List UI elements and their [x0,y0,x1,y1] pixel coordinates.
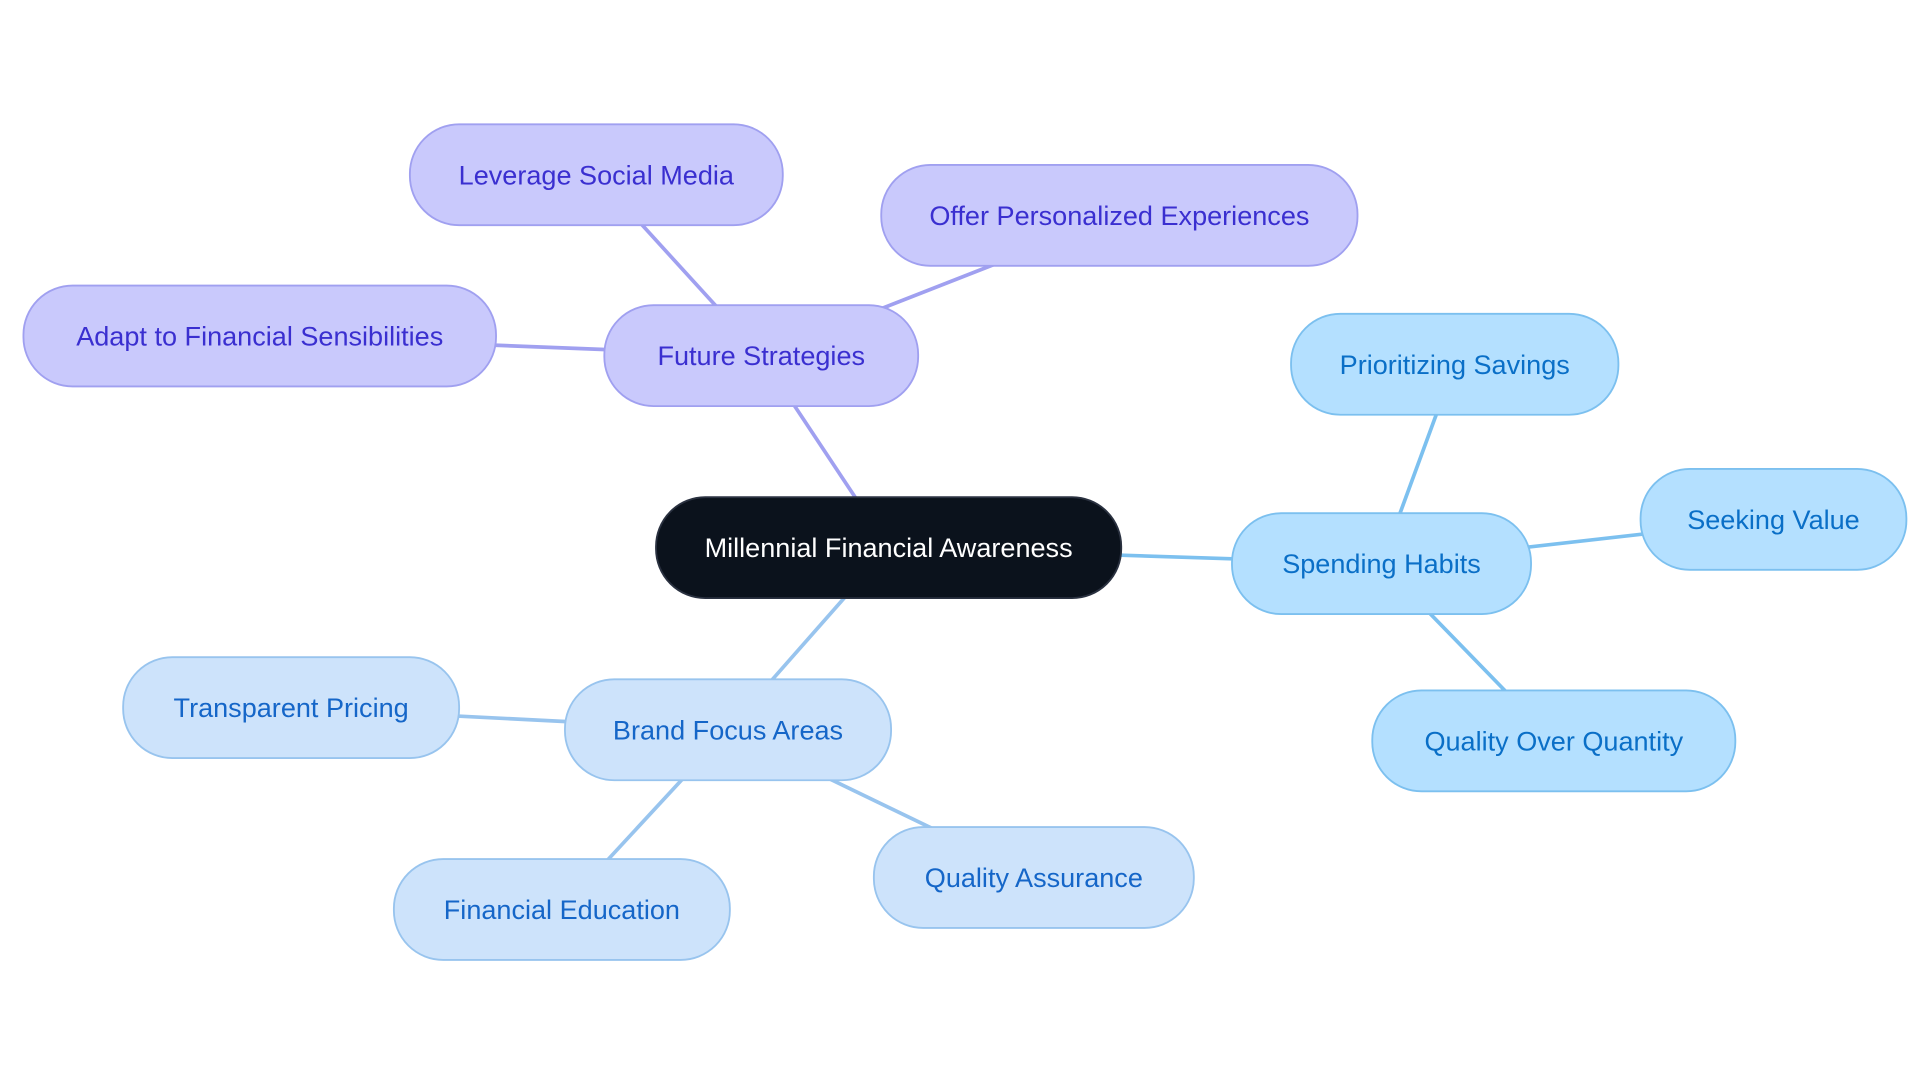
branch-node-future-strategies-label: Future Strategies [657,340,865,371]
leaf-node-transparent-pricing-label: Transparent Pricing [174,692,409,723]
leaf-node-adapt-to-financial-sensibilities[interactable]: Adapt to Financial Sensibilities [22,284,497,388]
leaf-node-quality-over-quantity[interactable]: Quality Over Quantity [1371,689,1737,793]
branch-node-brand-focus-areas-label: Brand Focus Areas [613,714,843,745]
leaf-node-financial-education[interactable]: Financial Education [392,858,731,961]
leaf-node-offer-personalized-experiences[interactable]: Offer Personalized Experiences [880,163,1359,267]
leaf-node-quality-assurance[interactable]: Quality Assurance [872,826,1195,929]
leaf-node-quality-over-quantity-label: Quality Over Quantity [1424,725,1683,756]
branch-node-brand-focus-areas[interactable]: Brand Focus Areas [564,678,893,782]
leaf-node-offer-personalized-experiences-shape [880,163,1359,267]
branch-node-brand-focus-areas-shape [564,678,893,782]
leaf-node-quality-assurance-label: Quality Assurance [925,862,1143,893]
leaf-node-leverage-social-media[interactable]: Leverage Social Media [408,123,784,227]
leaf-node-transparent-pricing-shape [122,656,461,760]
leaf-node-prioritizing-savings-label: Prioritizing Savings [1340,349,1570,380]
branch-node-spending-habits-label: Spending Habits [1282,548,1481,579]
central-node-shape [655,496,1123,600]
leaf-node-prioritizing-savings-shape [1290,312,1620,416]
leaf-node-leverage-social-media-label: Leverage Social Media [459,159,735,190]
central-node-label: Millennial Financial Awareness [705,532,1073,563]
leaf-node-adapt-to-financial-sensibilities-label: Adapt to Financial Sensibilities [76,320,443,351]
leaf-node-seeking-value-label: Seeking Value [1687,504,1860,535]
leaf-node-financial-education-label: Financial Education [444,894,680,925]
leaf-node-adapt-to-financial-sensibilities-shape [22,284,497,388]
leaf-node-offer-personalized-experiences-label: Offer Personalized Experiences [929,200,1309,231]
branch-node-future-strategies-shape [603,304,920,408]
leaf-node-financial-education-shape [392,858,731,961]
branch-node-spending-habits-shape [1231,512,1532,616]
leaf-node-seeking-value[interactable]: Seeking Value [1639,467,1908,571]
branch-node-future-strategies[interactable]: Future Strategies [603,304,920,408]
leaf-node-quality-over-quantity-shape [1371,689,1737,793]
branch-node-spending-habits[interactable]: Spending Habits [1231,512,1532,616]
leaf-node-prioritizing-savings[interactable]: Prioritizing Savings [1290,312,1620,416]
central-node[interactable]: Millennial Financial Awareness [655,496,1123,600]
leaf-node-leverage-social-media-shape [408,123,784,227]
leaf-node-quality-assurance-shape [872,826,1195,929]
leaf-node-seeking-value-shape [1639,467,1908,571]
leaf-node-transparent-pricing[interactable]: Transparent Pricing [122,656,461,760]
